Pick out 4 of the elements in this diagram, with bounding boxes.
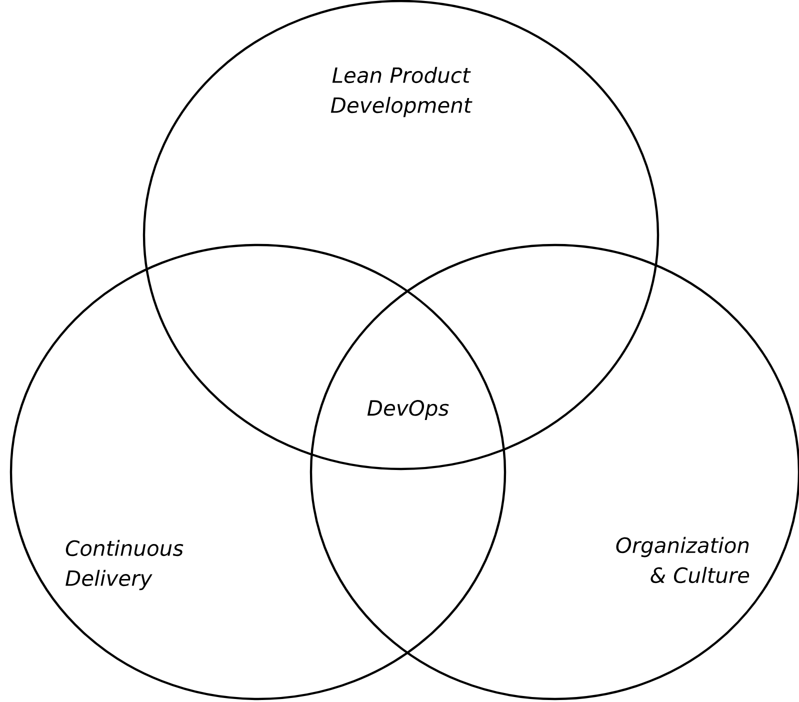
circle-label: Organization & Culture: [616, 536, 750, 584]
circle-label: Lean Product Development: [330, 66, 472, 118]
center-label: DevOps: [367, 400, 449, 420]
circle-label: Continuous Delivery: [66, 540, 184, 590]
